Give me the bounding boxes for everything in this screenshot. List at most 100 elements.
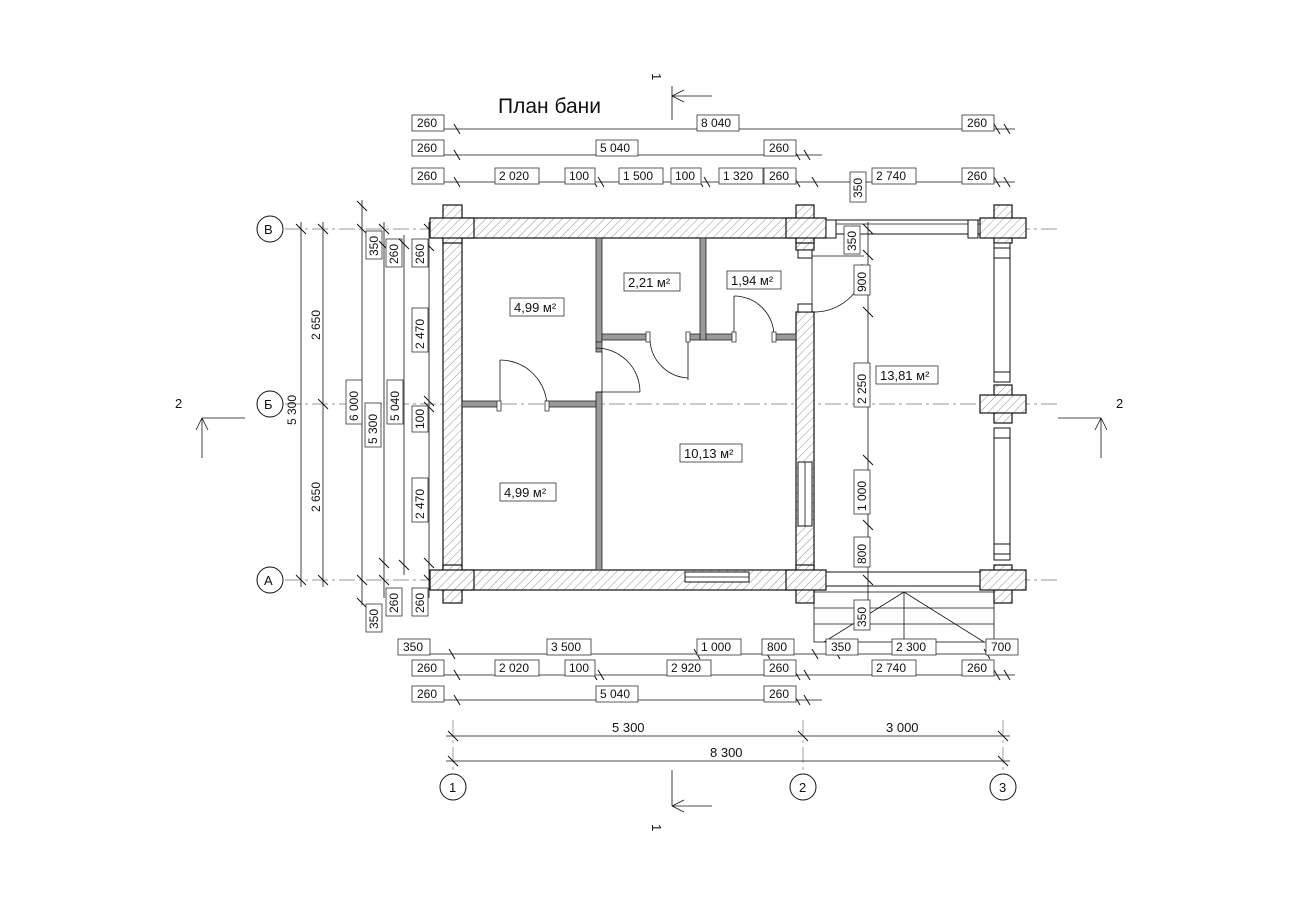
top-r3-dim-6: 260: [769, 169, 789, 183]
top-r1-dim-0: 260: [417, 116, 437, 130]
top-r3-dim-0: 260: [417, 169, 437, 183]
left-d-dim-2: 100: [413, 409, 427, 429]
top-r2-dim-0: 260: [417, 141, 437, 155]
left-outer-dim-0: 2 650: [309, 310, 323, 340]
left-dimension-outer: 2 650 5 300 2 650: [285, 222, 329, 587]
bottom-dimension-row-2: 260 2 020 100 2 920 260 2 740 260: [411, 659, 1015, 681]
bottom-r1-dim-0: 350: [403, 640, 423, 654]
room-area-3: 1,94 м²: [731, 273, 774, 288]
section-2-right-label: 2: [1116, 396, 1123, 411]
left-a-dim-1: 6 000: [347, 391, 361, 421]
left-outer-dim-2: 2 650: [309, 482, 323, 512]
room-area-4: 4,99 м²: [504, 485, 547, 500]
axis-bubble-2: 2: [789, 773, 817, 801]
left-a-dim-0: 350: [367, 236, 381, 256]
top-dimension-row-2: 260 5 040 260: [411, 139, 822, 161]
room-area-6: 13,81 м²: [880, 368, 930, 383]
top-r3-dim-5: 1 320: [723, 169, 753, 183]
top-r3-dim-1: 2 020: [499, 169, 529, 183]
porch-dimension-chain: 350 900 2 250 1 000 800 350: [843, 222, 874, 631]
bottom-r2-dim-0: 260: [417, 661, 437, 675]
plan-title: План бани: [498, 95, 601, 118]
bottom-r1-dim-3: 800: [767, 640, 787, 654]
bottom-r2-dim-5: 2 740: [876, 661, 906, 675]
section-1-top-label: 1: [649, 73, 664, 80]
bottom-r1-dim-5: 2 300: [896, 640, 926, 654]
bottom-r3-dim-1: 5 040: [600, 687, 630, 701]
left-dimension-col-b: 260 5 300 260: [364, 222, 403, 617]
axis-lines: [285, 228, 1058, 775]
axis-bubble-1: 1: [439, 773, 467, 801]
axis-letter-a: А: [264, 573, 273, 588]
top-r3-dim-2: 100: [569, 169, 589, 183]
room-area-2: 2,21 м²: [628, 275, 671, 290]
axis-bubble-3: 3: [989, 773, 1017, 801]
building-walls: [429, 204, 1027, 604]
porch-dim-2: 2 250: [855, 374, 869, 404]
room-area-5: 10,13 м²: [684, 446, 734, 461]
bottom-r1-dim-4: 350: [831, 640, 851, 654]
top-r2-dim-2: 260: [769, 141, 789, 155]
bottom-dimension-row-1: 350 3 500 1 000 800 350 2 300 700: [397, 638, 1019, 660]
axis-bubble-b: Б: [256, 390, 284, 418]
bottom-r3-dim-2: 260: [769, 687, 789, 701]
porch-dim-3: 1 000: [855, 481, 869, 511]
left-dimension-col-a: 350 6 000 350: [345, 200, 383, 633]
porch-dim-5: 350: [855, 607, 869, 627]
axis-number-3: 3: [999, 780, 1006, 795]
section-1-bottom-label: 1: [649, 824, 664, 831]
top-r3-dim-4: 100: [675, 169, 695, 183]
bottom-r5-dim-0: 8 300: [710, 745, 743, 760]
bottom-r4-dim-0: 5 300: [612, 720, 645, 735]
bottom-r4-dim-1: 3 000: [886, 720, 919, 735]
top-r1-dim-1: 8 040: [701, 116, 731, 130]
porch-dim-4: 800: [855, 544, 869, 564]
bottom-r1-dim-1: 3 500: [551, 640, 581, 654]
section-marker-2-left: 2: [175, 396, 245, 458]
bottom-r2-dim-4: 260: [769, 661, 789, 675]
axis-bubble-v: В: [256, 215, 284, 243]
bottom-r2-dim-1: 2 020: [499, 661, 529, 675]
left-a-dim-2: 350: [367, 609, 381, 629]
bottom-dimension-row-4: 5 300 3 000: [446, 720, 1010, 742]
section-2-left-label: 2: [175, 396, 182, 411]
bottom-r1-dim-6: 700: [991, 640, 1011, 654]
left-dimension-col-c: 5 040: [386, 235, 410, 575]
room-area-1: 4,99 м²: [514, 300, 557, 315]
top-r3-dim-8: 2 740: [876, 169, 906, 183]
porch-stairs: [813, 591, 995, 643]
section-marker-1-top: 1: [649, 73, 712, 120]
top-r3-dim-7: 350: [851, 178, 865, 198]
top-r2-dim-1: 5 040: [600, 141, 630, 155]
top-r3-dim-3: 1 500: [623, 169, 653, 183]
bottom-r2-dim-3: 2 920: [671, 661, 701, 675]
top-dimension-row-3: 260 2 020 100 1 500 100 1 320 260 350 2 …: [411, 167, 1015, 203]
left-d-dim-4: 260: [413, 593, 427, 613]
axis-bubble-a: А: [256, 566, 284, 594]
section-marker-2-right: 2: [1058, 396, 1123, 458]
axis-number-1: 1: [449, 780, 456, 795]
left-d-dim-1: 2 470: [413, 319, 427, 349]
porch-dim-1: 900: [855, 272, 869, 292]
bottom-dimension-row-5: 8 300: [446, 745, 1010, 767]
room-area-labels: 4,99 м² 2,21 м² 1,94 м² 4,99 м² 10,13 м²…: [499, 270, 939, 502]
porch-dim-0: 350: [845, 231, 859, 251]
left-d-dim-3: 2 470: [413, 489, 427, 519]
left-b-dim-1: 5 300: [366, 414, 380, 444]
left-b-dim-2: 260: [387, 593, 401, 613]
doors: [496, 255, 864, 412]
axis-letter-b: Б: [264, 397, 273, 412]
top-dimension-row-1: 260 8 040 260: [411, 114, 1015, 135]
left-c-dim-0: 5 040: [388, 391, 402, 421]
top-r1-dim-2: 260: [967, 116, 987, 130]
left-d-dim-0: 260: [413, 244, 427, 264]
bottom-r1-dim-2: 1 000: [701, 640, 731, 654]
bottom-r2-dim-2: 100: [569, 661, 589, 675]
bottom-r3-dim-0: 260: [417, 687, 437, 701]
left-b-dim-0: 260: [387, 244, 401, 264]
axis-letter-v: В: [264, 222, 273, 237]
bottom-r2-dim-6: 260: [967, 661, 987, 675]
left-outer-dim-1: 5 300: [285, 395, 299, 425]
axis-number-2: 2: [799, 780, 806, 795]
